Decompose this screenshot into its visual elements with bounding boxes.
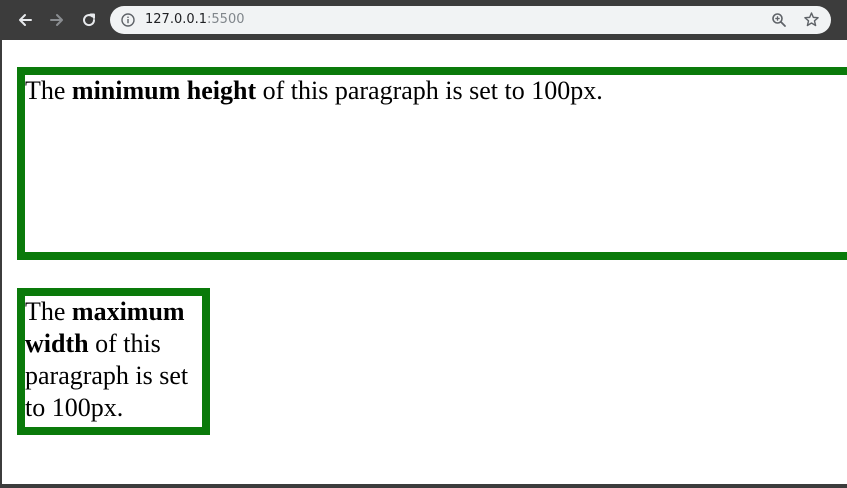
p1-suffix: of this paragraph is set to 100px.	[256, 76, 603, 105]
max-width-paragraph: The maximum width of this paragraph is s…	[17, 288, 210, 435]
p2-bold: maximum width	[25, 297, 185, 358]
min-height-paragraph: The minimum height of this paragraph is …	[17, 67, 847, 260]
back-button[interactable]	[13, 7, 37, 33]
p1-bold: minimum height	[71, 76, 257, 105]
info-icon[interactable]	[121, 13, 135, 27]
address-bar[interactable]: 127.0.0.1:5500	[110, 6, 831, 34]
back-arrow-icon	[19, 14, 32, 26]
reload-button[interactable]	[77, 7, 101, 33]
p2-suffix: of this paragraph is set to 100px.	[25, 329, 189, 422]
forward-button[interactable]	[45, 7, 69, 33]
p1-prefix: The	[25, 76, 72, 105]
p2-prefix: The	[25, 297, 72, 326]
url-text[interactable]: 127.0.0.1:5500	[145, 12, 245, 28]
star-icon[interactable]	[803, 11, 820, 28]
page-viewport: The minimum height of this paragraph is …	[0, 40, 847, 488]
reload-icon	[83, 13, 96, 27]
url-port: :5500	[207, 12, 245, 27]
url-host: 127.0.0.1	[145, 12, 208, 27]
browser-toolbar: 127.0.0.1:5500	[0, 0, 847, 40]
forward-arrow-icon	[50, 14, 63, 26]
zoom-icon[interactable]	[771, 12, 787, 28]
